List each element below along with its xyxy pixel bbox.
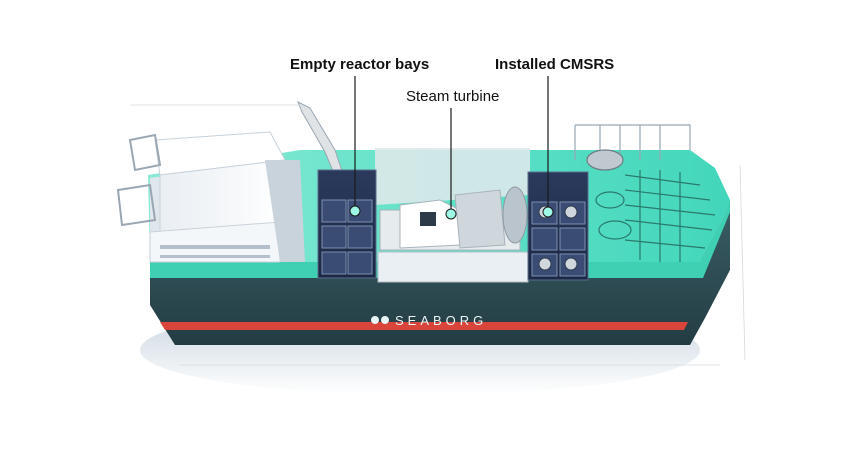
stern-davits bbox=[116, 133, 162, 227]
seaborg-logo-icon bbox=[371, 316, 389, 324]
label-steam-turbine: Steam turbine bbox=[406, 88, 500, 105]
steam-turbine bbox=[377, 186, 529, 283]
hull-red-stripe bbox=[160, 322, 688, 330]
dimension-lines bbox=[130, 104, 746, 366]
bow-equipment bbox=[574, 124, 716, 262]
label-empty-reactor-bays: Empty reactor bays bbox=[290, 56, 430, 73]
installed-cmsrs-bays bbox=[527, 171, 589, 281]
steam-turbine-marker bbox=[445, 208, 457, 220]
callout-leaders bbox=[354, 76, 549, 211]
hull-brand: SEABORG bbox=[395, 313, 487, 328]
empty-bay-marker bbox=[349, 205, 361, 217]
label-installed-cmsrs: Installed CMSRS bbox=[495, 56, 615, 73]
cmsrs-marker bbox=[542, 206, 554, 218]
empty-reactor-bays bbox=[317, 169, 377, 279]
callout-dots bbox=[349, 205, 554, 220]
superstructure bbox=[149, 131, 305, 263]
